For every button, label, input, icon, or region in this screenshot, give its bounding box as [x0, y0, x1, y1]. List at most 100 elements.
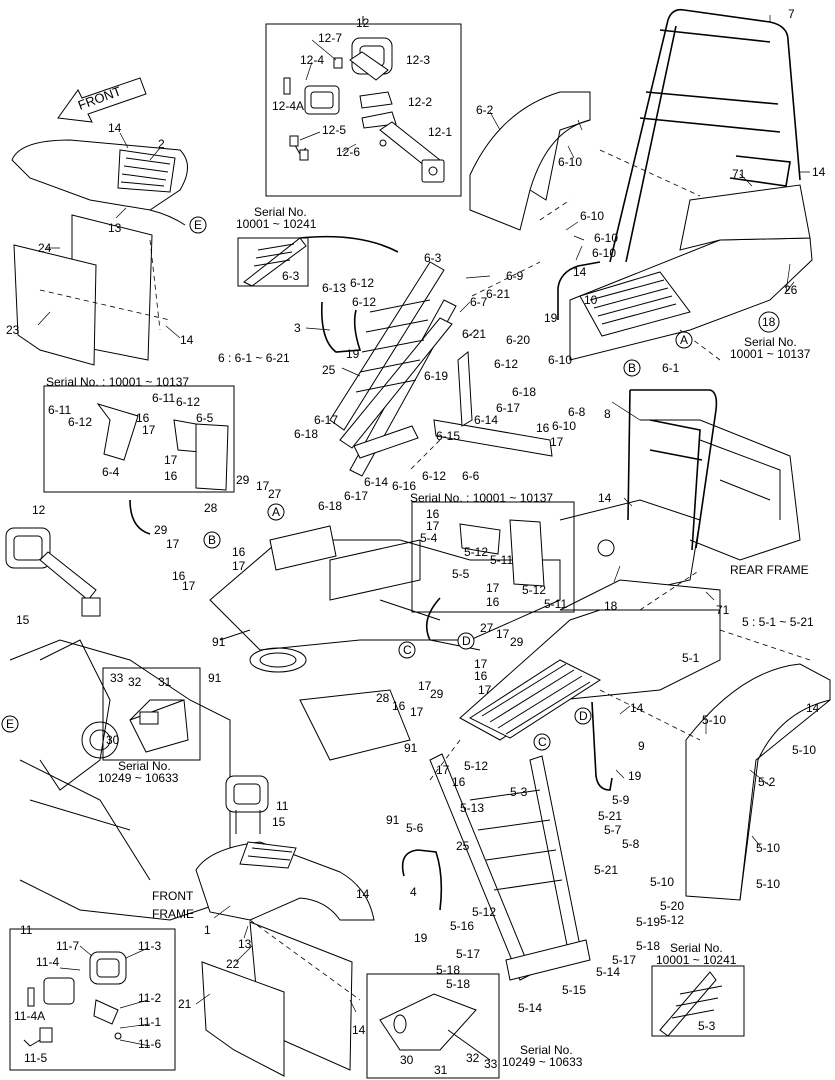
label-12-6: 12-6 [336, 145, 360, 159]
mudflap-21 [201, 961, 285, 1077]
label-11-2: 11-2 [138, 991, 161, 1005]
label-5-12: 5-12 [522, 583, 546, 597]
label-6-18: 6-18 [512, 385, 536, 399]
label-9: 9 [638, 739, 645, 753]
label-27: 27 [480, 621, 494, 635]
label-front-frame-1: FRONT [152, 889, 194, 903]
label-6-11: 6-11 [48, 403, 71, 417]
label-5-13: 5-13 [460, 801, 484, 815]
svg-text:A: A [272, 505, 280, 519]
label-6-3: 6-3 [424, 251, 442, 265]
label-25: 25 [322, 363, 336, 377]
label-6-21: 6-21 [486, 287, 510, 301]
front-arrow: FRONT [57, 77, 147, 123]
label-17: 17 [426, 519, 440, 533]
label-91: 91 [386, 813, 400, 827]
label-serial-no-d: Serial No. [520, 1043, 573, 1057]
serial-inset-5-3 [651, 965, 745, 1037]
label-16: 16 [136, 411, 150, 425]
label-30: 30 [106, 733, 120, 747]
label-15: 15 [16, 613, 30, 627]
label-12-3: 12-3 [406, 53, 430, 67]
handrail-8 [627, 389, 718, 551]
fender-front-left [11, 139, 188, 226]
label-17: 17 [478, 683, 492, 697]
label-5-18: 5-18 [446, 977, 470, 991]
label-11: 11 [276, 799, 289, 813]
label-6-12: 6-12 [350, 276, 374, 290]
label-32: 32 [466, 1051, 480, 1065]
label-12-2: 12-2 [408, 95, 432, 109]
label-range-10001-10137: 10001 ~ 10137 [730, 347, 811, 361]
label-6-12: 6-12 [68, 415, 92, 429]
label-19: 19 [628, 769, 642, 783]
label-5-18: 5-18 [636, 939, 660, 953]
label-15: 15 [272, 815, 286, 829]
handrail-10 [557, 261, 601, 320]
label-12-7: 12-7 [318, 31, 342, 45]
circle-ref-18: 18 [758, 311, 780, 333]
label-6-10: 6-10 [548, 353, 572, 367]
label-serial-no-a: Serial No. [254, 205, 307, 219]
label-17: 17 [550, 435, 564, 449]
label-17: 17 [486, 581, 500, 595]
label-17: 17 [164, 453, 178, 467]
label-5-2: 5-2 [758, 775, 776, 789]
label-11-1: 11-1 [138, 1015, 161, 1029]
label-6-12: 6-12 [494, 357, 518, 371]
serial-inset-6-3 [237, 235, 399, 287]
label-17: 17 [182, 579, 196, 593]
label-5-10: 5-10 [756, 877, 780, 891]
label-front-frame-2: FRAME [152, 907, 194, 921]
label-6-12: 6-12 [422, 469, 446, 483]
label-serial-no-18: Serial No. [744, 335, 797, 349]
label-17: 17 [410, 705, 424, 719]
front-frame [9, 639, 231, 921]
circle-ref-b-2: B [203, 531, 221, 549]
label-18: 18 [604, 599, 618, 613]
label-3: 3 [294, 321, 301, 335]
lamp-11 [225, 775, 269, 834]
label-6-17: 6-17 [314, 413, 338, 427]
label-91: 91 [212, 635, 226, 649]
label-32: 32 [128, 675, 142, 689]
handrail-9 [591, 701, 613, 791]
label-6-13: 6-13 [322, 281, 346, 295]
inset-30-33-left [102, 667, 201, 761]
label-5-10: 5-10 [756, 841, 780, 855]
label-5-19: 5-19 [636, 915, 660, 929]
label-group-6: 6 : 6-1 ~ 6-21 [218, 351, 290, 365]
label-33: 33 [110, 671, 124, 685]
label-6-10: 6-10 [558, 155, 582, 169]
label-6-18: 6-18 [318, 499, 342, 513]
circle-ref-d-2: D [574, 707, 592, 725]
label-5-11: 5-11 [544, 597, 567, 611]
label-12-5: 12-5 [322, 123, 346, 137]
svg-text:B: B [208, 533, 216, 547]
label-5-14: 5-14 [518, 1001, 542, 1015]
label-6-16: 6-16 [392, 479, 416, 493]
label-6-8: 6-8 [568, 405, 586, 419]
rear-deck-6-1 [569, 184, 813, 361]
label-6-17: 6-17 [344, 489, 368, 503]
label-12-4a: 12-4A [272, 99, 304, 113]
label-91: 91 [208, 671, 222, 685]
label-12: 12 [32, 503, 46, 517]
label-28: 28 [204, 501, 218, 515]
label-range-10249-10633-a: 10249 ~ 10633 [98, 771, 179, 785]
label-5-10: 5-10 [792, 743, 816, 757]
label-11-5: 11-5 [24, 1051, 47, 1065]
label-30: 30 [400, 1053, 414, 1067]
label-6-1: 6-1 [662, 361, 680, 375]
lamp-12-detail-box [265, 16, 462, 197]
lamp-11-detail-box [9, 928, 176, 1071]
label-29: 29 [236, 473, 250, 487]
label-6-10: 6-10 [580, 209, 604, 223]
label-6-7: 6-7 [470, 295, 488, 309]
label-71: 71 [716, 603, 730, 617]
label-31: 31 [434, 1063, 448, 1077]
label-6-20: 6-20 [506, 333, 530, 347]
label-11-4a: 11-4A [14, 1009, 45, 1023]
handle-4 [401, 849, 443, 911]
